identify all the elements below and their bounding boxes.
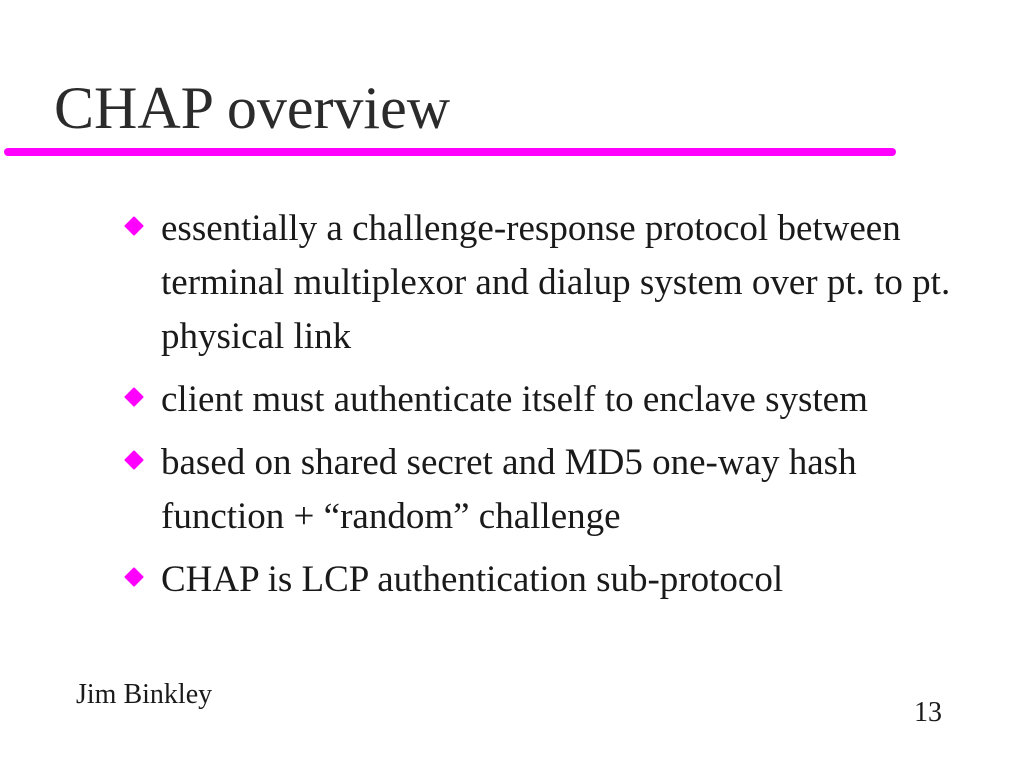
page-number: 13	[914, 697, 942, 728]
bullet-list: essentially a challenge-response protoco…	[124, 202, 964, 616]
bullet-text: client must authenticate itself to encla…	[161, 379, 868, 420]
title-underline	[4, 148, 896, 156]
diamond-bullet-icon	[124, 567, 144, 587]
bullet-item: essentially a challenge-response protoco…	[124, 202, 964, 364]
footer-author: Jim Binkley	[76, 679, 213, 710]
diamond-bullet-icon	[124, 216, 144, 236]
bullet-item: based on shared secret and MD5 one-way h…	[124, 436, 964, 544]
diamond-bullet-icon	[124, 450, 144, 470]
bullet-item: CHAP is LCP authentication sub-protocol	[124, 553, 964, 607]
bullet-text: based on shared secret and MD5 one-way h…	[161, 442, 857, 537]
bullet-text: essentially a challenge-response protoco…	[161, 208, 951, 357]
diamond-bullet-icon	[124, 387, 144, 407]
bullet-text: CHAP is LCP authentication sub-protocol	[161, 559, 784, 600]
slide-title: CHAP overview	[54, 75, 451, 141]
bullet-item: client must authenticate itself to encla…	[124, 373, 964, 427]
